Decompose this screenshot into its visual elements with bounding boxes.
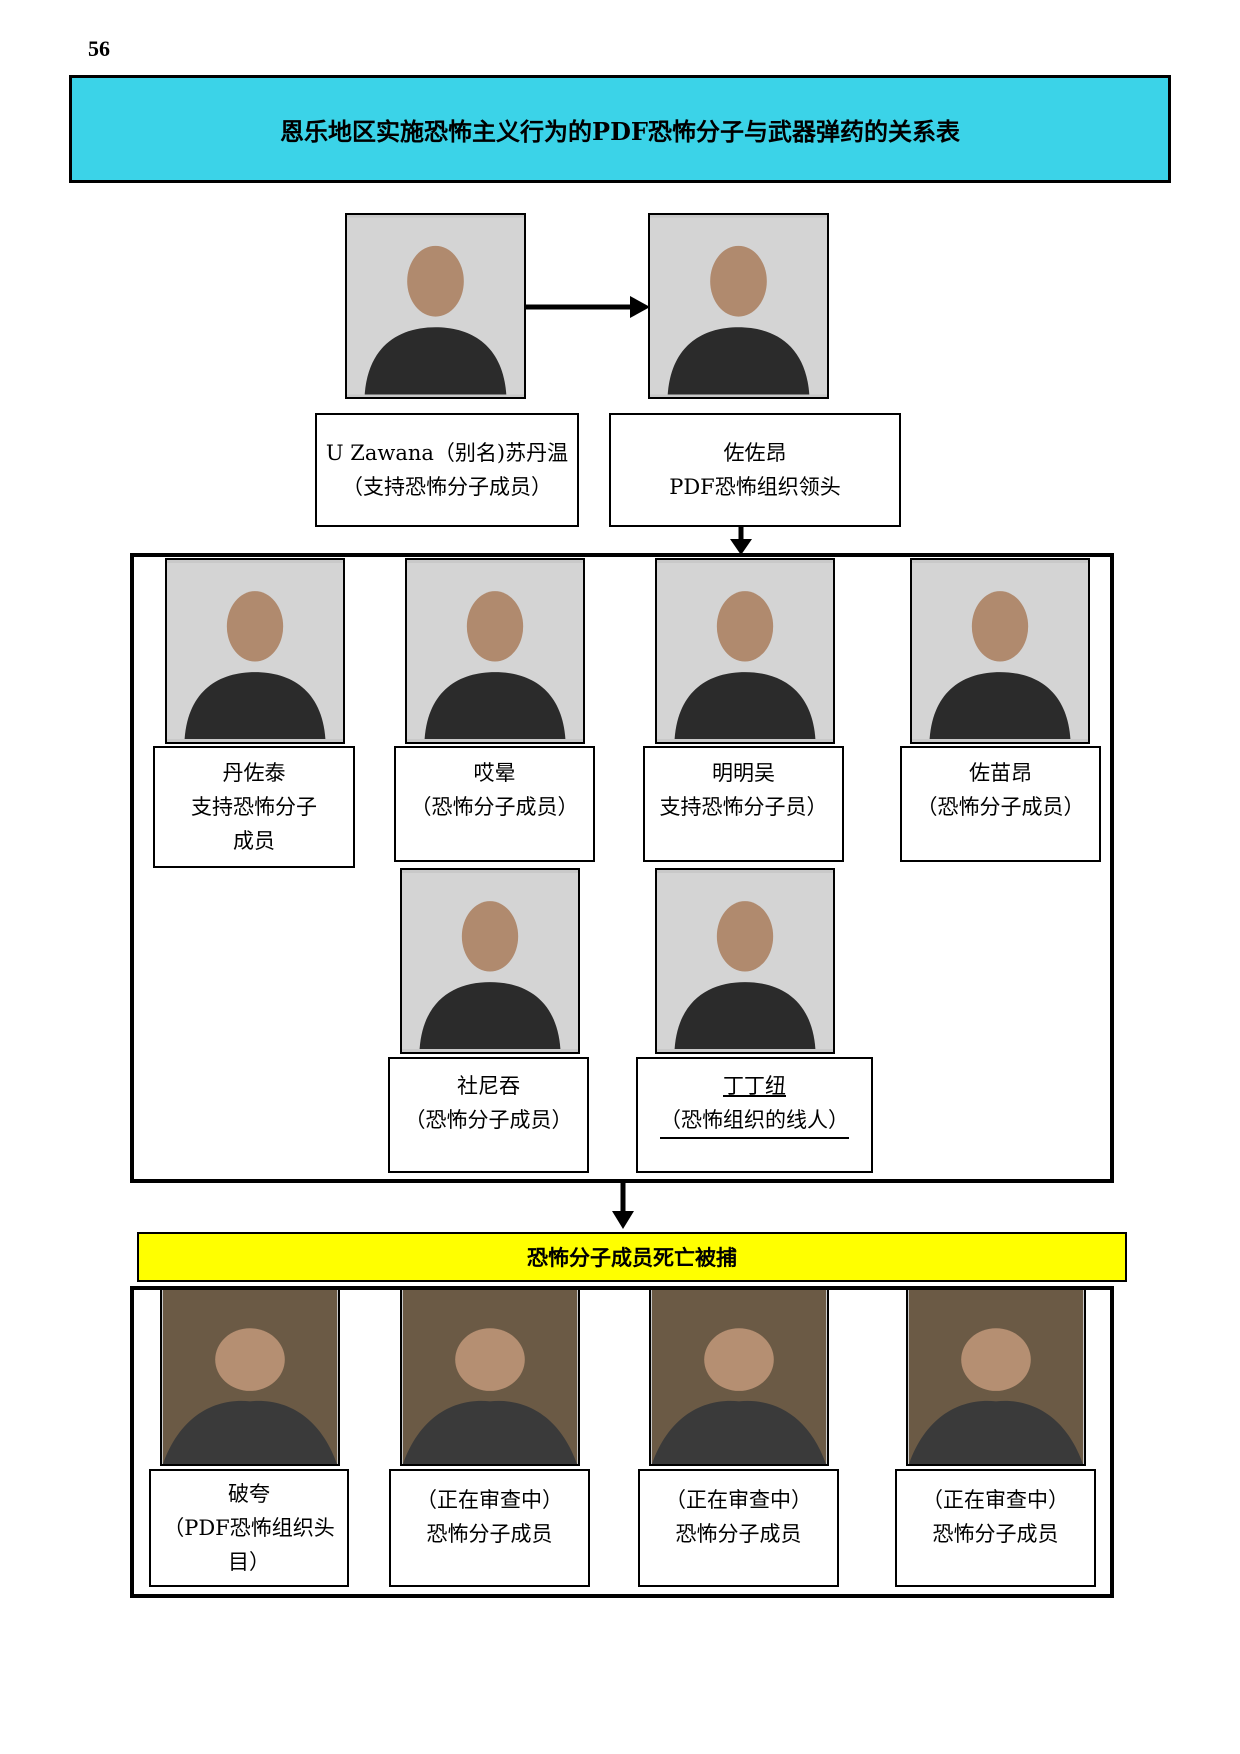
person-role: 恐怖分子成员 xyxy=(932,1522,1059,1546)
person-photo xyxy=(650,215,827,397)
person-status: （正在审查中） xyxy=(922,1488,1069,1512)
person-role-cont: 成员 xyxy=(233,829,275,853)
person-name: 明明吴 xyxy=(712,761,775,785)
person-name: 佐佐昂 xyxy=(723,441,787,465)
label-deceased-4: （正在审查中） 恐怖分子成员 xyxy=(895,1469,1096,1587)
label-zo-zo-aung: 佐佐昂 PDF恐怖组织领头 xyxy=(609,413,901,527)
person-photo xyxy=(657,870,833,1052)
page-number: 56 xyxy=(88,36,110,61)
person-name: U Zawana（别名)苏丹温 xyxy=(325,441,569,465)
label-member-2: 哎晕 （恐怖分子成员） xyxy=(394,746,595,862)
photo-member-6 xyxy=(655,868,835,1054)
photo-deceased-1 xyxy=(160,1288,340,1466)
person-photo xyxy=(657,560,833,742)
label-member-3: 明明吴 支持恐怖分子员） xyxy=(643,746,844,862)
status-bar: 恐怖分子成员死亡被捕 xyxy=(137,1232,1127,1282)
person-status: （正在审查中） xyxy=(665,1488,812,1512)
arrow-right-icon xyxy=(526,296,650,318)
person-role: 支持恐怖分子员） xyxy=(659,795,828,819)
person-role: 恐怖分子成员 xyxy=(675,1522,802,1546)
person-role-cont: 目） xyxy=(228,1550,270,1574)
arrow-down-icon xyxy=(612,1183,634,1229)
label-member-6: 丁丁纽 （恐怖组织的线人） xyxy=(636,1057,873,1173)
person-role: 恐怖分子成员 xyxy=(426,1522,553,1546)
person-photo xyxy=(651,1290,827,1464)
photo-member-1 xyxy=(165,558,345,744)
label-deceased-3: （正在审查中） 恐怖分子成员 xyxy=(638,1469,839,1587)
label-member-4: 佐苗昂 （恐怖分子成员） xyxy=(900,746,1101,862)
person-photo xyxy=(347,215,524,397)
photo-deceased-4 xyxy=(906,1288,1086,1466)
status-label: 恐怖分子成员死亡被捕 xyxy=(527,1245,737,1270)
label-u-zawana: U Zawana（别名)苏丹温 （支持恐怖分子成员） xyxy=(315,413,579,527)
person-role: 支持恐怖分子 xyxy=(191,795,317,819)
person-photo xyxy=(162,1290,338,1464)
person-role: （恐怖分子成员） xyxy=(916,795,1085,819)
label-deceased-2: （正在审查中） 恐怖分子成员 xyxy=(389,1469,590,1587)
person-photo xyxy=(402,870,578,1052)
person-role: （PDF恐怖组织头 xyxy=(163,1516,335,1540)
label-member-5: 社尼吞 （恐怖分子成员） xyxy=(388,1057,589,1173)
person-role: （恐怖分子成员） xyxy=(410,795,579,819)
person-name: 佐苗昂 xyxy=(969,761,1032,785)
person-photo xyxy=(167,560,343,742)
label-deceased-1: 破夸 （PDF恐怖组织头 目） xyxy=(149,1469,349,1587)
person-name: 破夸 xyxy=(228,1482,270,1506)
person-photo xyxy=(912,560,1088,742)
photo-deceased-2 xyxy=(400,1288,580,1466)
person-name: 哎晕 xyxy=(473,761,516,785)
person-name: 丹佐泰 xyxy=(222,761,286,785)
photo-member-4 xyxy=(910,558,1090,744)
person-role: （恐怖分子成员） xyxy=(404,1108,573,1132)
label-member-1: 丹佐泰 支持恐怖分子 成员 xyxy=(153,746,355,868)
arrow-down-icon xyxy=(730,527,752,555)
chart-title: 恩乐地区实施恐怖主义行为的PDF恐怖分子与武器弹药的关系表 xyxy=(280,116,960,146)
deceased-frame xyxy=(130,1286,1114,1598)
photo-deceased-3 xyxy=(649,1288,829,1466)
person-role: PDF恐怖组织领头 xyxy=(669,475,841,499)
photo-zo-zo-aung xyxy=(648,213,829,399)
title-bar: 恩乐地区实施恐怖主义行为的PDF恐怖分子与武器弹药的关系表 xyxy=(69,75,1171,183)
members-frame xyxy=(130,553,1114,1183)
person-photo xyxy=(407,560,583,742)
person-name: 丁丁纽 xyxy=(723,1074,786,1098)
photo-member-5 xyxy=(400,868,580,1054)
photo-u-zawana xyxy=(345,213,526,399)
person-name: 社尼吞 xyxy=(457,1074,520,1098)
person-photo xyxy=(908,1290,1084,1464)
person-role: （支持恐怖分子成员） xyxy=(342,475,552,499)
photo-member-3 xyxy=(655,558,835,744)
person-status: （正在审查中） xyxy=(416,1488,563,1512)
photo-member-2 xyxy=(405,558,585,744)
person-role: （恐怖组织的线人） xyxy=(660,1103,849,1139)
person-photo xyxy=(402,1290,578,1464)
